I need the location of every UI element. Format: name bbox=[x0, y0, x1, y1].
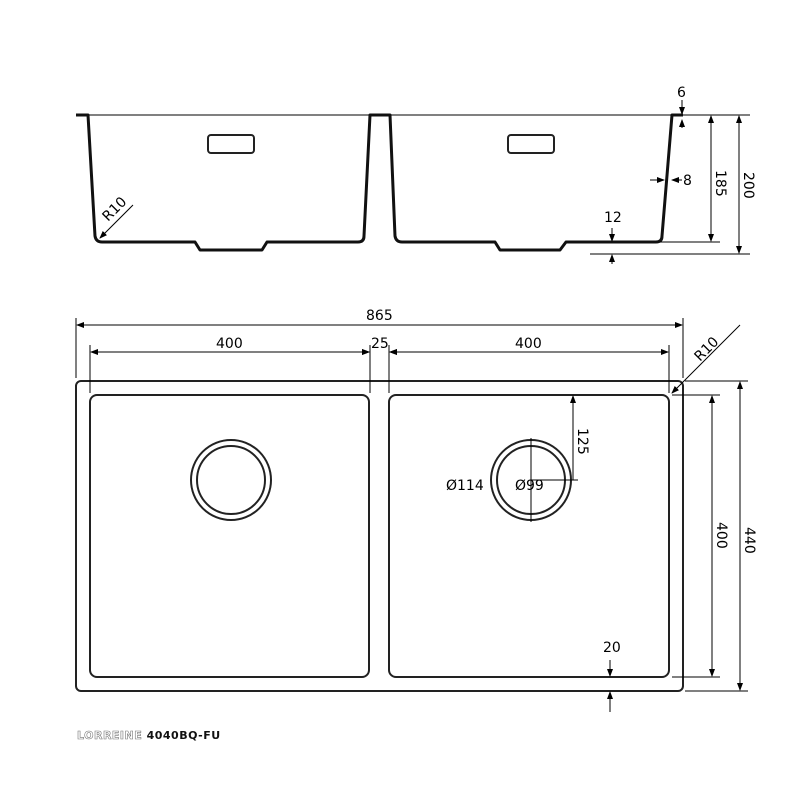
right-bowl bbox=[388, 394, 670, 678]
divider-width-label: 25 bbox=[371, 336, 389, 352]
left-bowl-profile bbox=[76, 113, 683, 252]
side-radius-label: R10 bbox=[100, 194, 131, 225]
bottom-dim-label: 12 bbox=[604, 210, 622, 226]
overflow-slot-right bbox=[507, 134, 555, 154]
total-depth-label: 200 bbox=[740, 172, 756, 199]
left-bowl bbox=[89, 394, 370, 678]
flange-dim-label: 6 bbox=[677, 85, 686, 101]
left-drain-outer bbox=[190, 439, 272, 521]
inner-depth-label: 185 bbox=[712, 170, 728, 197]
wall-dim-label: 8 bbox=[683, 173, 692, 189]
total-length-label: 440 bbox=[741, 527, 757, 554]
side-view: R10 6 8 12 185 200 bbox=[76, 85, 756, 264]
bowl-length-label: 400 bbox=[713, 522, 729, 549]
sink-outline bbox=[75, 380, 684, 692]
brand-name: LORREINE bbox=[77, 729, 143, 743]
brand-label: LORREINE 4040BQ-FU bbox=[77, 729, 221, 743]
plan-view: 865 400 25 400 R10 125 Ø114 Ø99 400 440 … bbox=[75, 308, 757, 712]
plan-radius-label: R10 bbox=[692, 334, 723, 365]
drain-outer-diameter-label: Ø114 bbox=[446, 478, 484, 494]
left-drain-inner bbox=[196, 445, 266, 515]
drain-inner-diameter-label: Ø99 bbox=[515, 478, 544, 494]
total-width-label: 865 bbox=[366, 308, 393, 324]
drain-offset-label: 125 bbox=[574, 428, 590, 455]
overflow-slot-left bbox=[207, 134, 255, 154]
model-number: 4040BQ-FU bbox=[146, 729, 221, 742]
edge-dim-label: 20 bbox=[603, 640, 621, 656]
right-bowl-width-label: 400 bbox=[515, 336, 542, 352]
left-bowl-width-label: 400 bbox=[216, 336, 243, 352]
